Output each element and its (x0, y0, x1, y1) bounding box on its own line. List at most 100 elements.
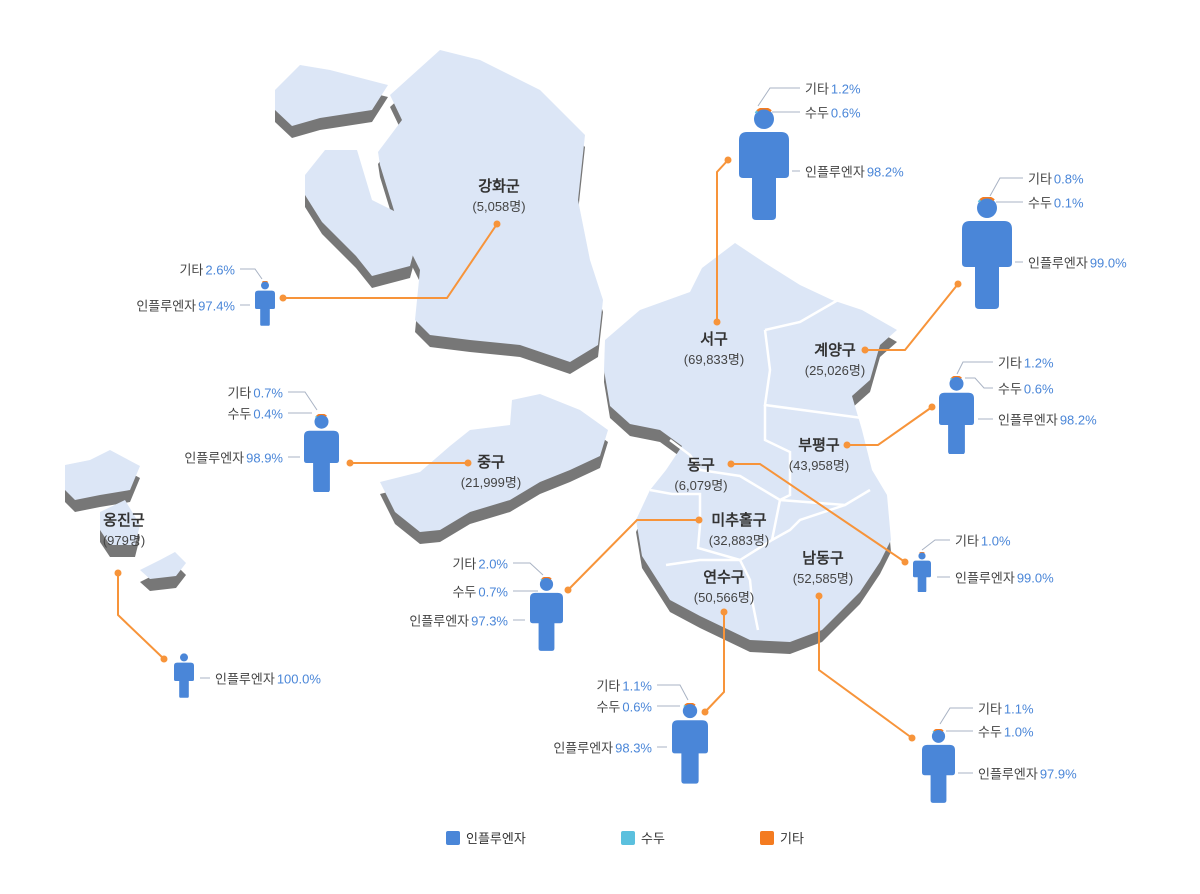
stat-value: 2.6% (205, 262, 235, 278)
district-name: 동구 (687, 457, 715, 474)
stat-value: 2.0% (478, 556, 508, 572)
legend-swatch (621, 830, 635, 845)
stat-value: 99.0% (1089, 255, 1127, 271)
stat-value: 97.3% (471, 613, 508, 629)
stat-value: 0.1% (1053, 195, 1084, 211)
stat-value: 0.8% (1053, 171, 1084, 187)
connector-dots (114, 156, 962, 742)
person-icon-bupyeong (939, 376, 974, 455)
stat-label: 기타 (1028, 171, 1052, 187)
district-population: (5,058명) (472, 199, 526, 214)
district-population: (6,079명) (674, 478, 728, 493)
connector-lines (117, 159, 959, 739)
person-figure (672, 703, 708, 784)
district-population: (979명) (102, 533, 146, 548)
person-icon-seo (739, 108, 789, 220)
stat-label: 수두 (452, 584, 477, 600)
stat-label: 수두 (596, 699, 621, 715)
person-figure (255, 281, 275, 326)
district-population: (52,585명) (792, 571, 854, 586)
person-figure (530, 577, 563, 651)
stat-label: 수두 (1028, 195, 1052, 211)
stat-value: 0.4% (253, 406, 283, 422)
stat-label: 인플루엔자 (409, 613, 470, 629)
stat-value: 0.6% (830, 105, 861, 121)
district-label-bupyeong: 부평구(43,958명) (789, 436, 849, 476)
district-name: 옹진군 (103, 512, 145, 529)
person-figure (922, 729, 955, 803)
legend-swatch (446, 830, 460, 845)
stat-value: 98.9% (246, 450, 283, 466)
person-figure (962, 197, 1012, 309)
person-icon-gyeyang (962, 197, 1012, 309)
district-name: 미추홀구 (711, 512, 767, 529)
stat-label: 인플루엔자 (955, 570, 1015, 586)
district-name: 계양구 (814, 342, 856, 359)
stat-value: 1.0% (980, 533, 1011, 549)
stat-label: 인플루엔자 (805, 164, 865, 180)
person-icon-namdong (922, 729, 955, 803)
stat-label: 수두 (998, 381, 1022, 397)
legend-item-influenza: 인플루엔자 (446, 828, 526, 847)
district-boundaries (649, 298, 871, 631)
stat-value: 1.2% (1023, 355, 1054, 371)
stat-value: 99.0% (1016, 570, 1054, 586)
district-label-seo: 서구(69,833명) (684, 330, 744, 370)
district-label-dong: 동구 (6,079명) (674, 456, 727, 496)
legend-label: 인플루엔자 (466, 831, 526, 846)
stat-label: 수두 (978, 724, 1002, 740)
district-population: (50,566명) (693, 590, 755, 605)
person-icon-michuhol (530, 577, 563, 651)
stat-label: 기타 (955, 533, 979, 549)
person-icon-dong (913, 552, 931, 593)
stat-value: 0.6% (1023, 381, 1054, 397)
stat-value: 100.0% (276, 671, 321, 687)
district-label-yeonsu: 연수구(50,566명) (694, 568, 754, 608)
stat-value: 0.7% (478, 584, 508, 600)
person-icon-jung (304, 414, 339, 493)
stat-value: 98.2% (1059, 412, 1097, 428)
legend-item-chickenpox: 수두 (621, 828, 665, 847)
district-name: 중구 (477, 454, 505, 471)
stat-label: 인플루엔자 (998, 412, 1058, 428)
person-figure (739, 108, 789, 220)
stat-label: 기타 (596, 678, 621, 694)
stat-value: 97.4% (198, 298, 235, 314)
district-label-namdong: 남동구(52,585명) (793, 549, 853, 589)
person-icon-ganghwa (255, 281, 275, 326)
stat-value: 1.2% (830, 81, 861, 97)
stat-label: 인플루엔자 (978, 766, 1038, 782)
stat-value: 1.1% (1003, 701, 1034, 717)
district-name: 서구 (700, 331, 728, 348)
stat-label: 인플루엔자 (136, 298, 197, 314)
stat-label: 기타 (179, 262, 204, 278)
stat-label: 수두 (227, 406, 252, 422)
district-name: 강화군 (478, 178, 520, 195)
legend-label: 수두 (641, 831, 665, 846)
district-label-gyeyang: 계양구(25,026명) (805, 341, 865, 381)
legend-swatch (760, 830, 774, 845)
district-label-ganghwa: 강화군 (5,058명) (472, 177, 525, 217)
person-figure (174, 653, 194, 698)
stat-leader-lines (200, 87, 1023, 774)
stat-label: 기타 (978, 701, 1002, 717)
